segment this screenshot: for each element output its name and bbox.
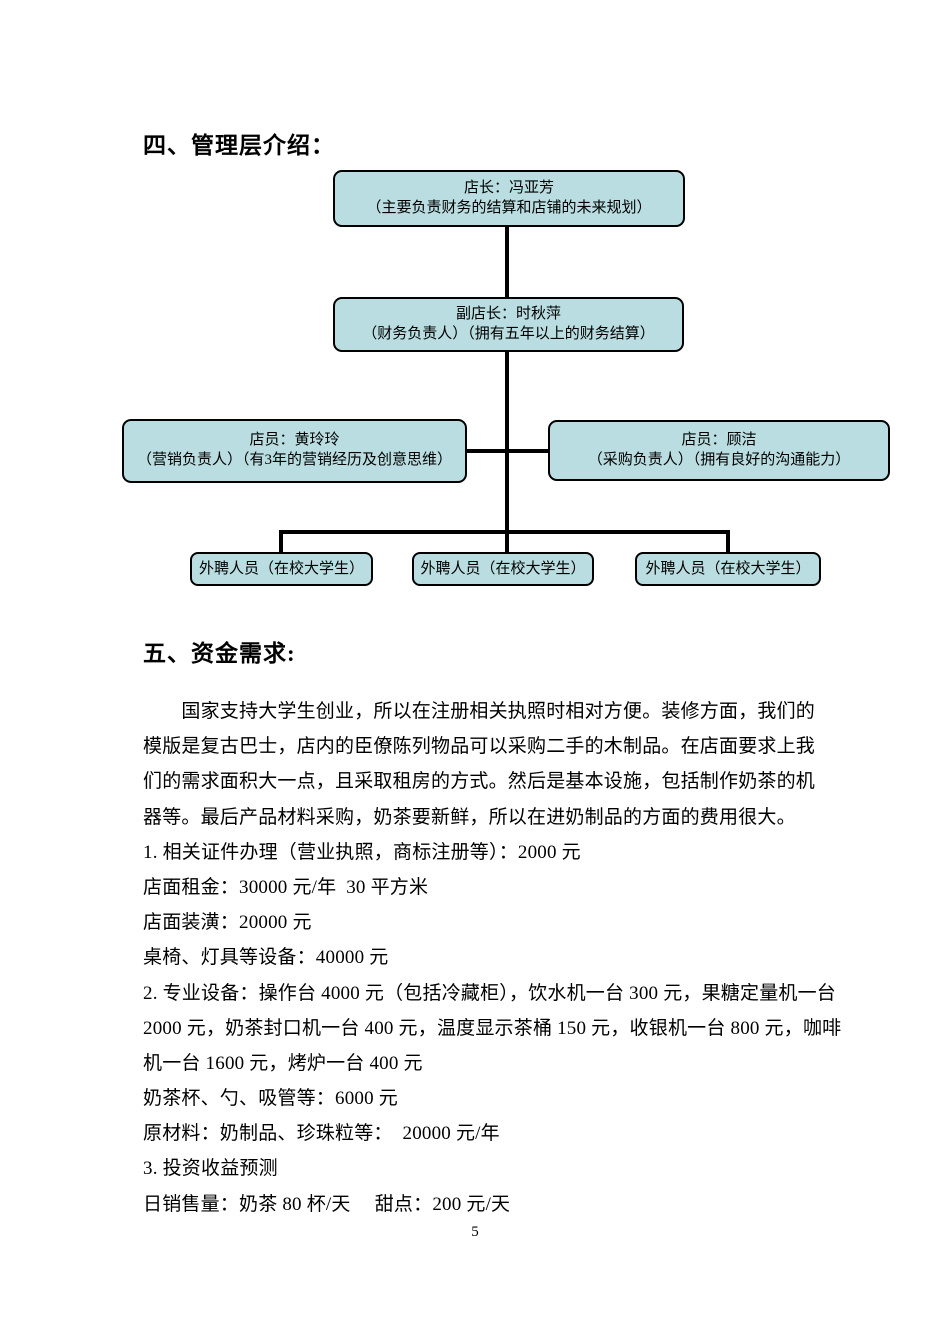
body-line: 奶茶杯、勺、吸管等：6000 元 xyxy=(143,1088,398,1110)
section4-heading: 四、管理层介绍： xyxy=(143,133,335,158)
connector-staff-horizontal xyxy=(279,530,730,534)
body-line: 店面租金：30000 元/年 30 平方米 xyxy=(143,876,429,898)
connector-staff3-drop xyxy=(726,530,730,553)
manager-description: （主要负责财务的结算和店铺的未来规划） xyxy=(366,199,652,216)
body-line: 桌椅、灯具等设备：40000 元 xyxy=(143,947,389,969)
body-line: 2. 专业设备：操作台 4000 元（包括冷藏柜），饮水机一台 300 元，果糖… xyxy=(143,982,837,1004)
body-line: 器等。最后产品材料采购，奶茶要新鲜，所以在进奶制品的方面的费用很大。 xyxy=(143,806,796,828)
body-line: 模版是复古巴士，店内的臣僚陈列物品可以采购二手的木制品。在店面要求上我 xyxy=(143,736,816,758)
body-line: 1. 相关证件办理（营业执照，商标注册等）：2000 元 xyxy=(143,841,581,863)
body-line: 国家支持大学生创业，所以在注册相关执照时相对方便。装修方面，我们的 xyxy=(143,701,816,722)
body-line: 们的需求面积大一点，且采取租房的方式。然后是基本设施，包括制作奶茶的机 xyxy=(143,771,816,793)
page-number: 5 xyxy=(471,1224,479,1240)
deputy-title: 副店长：时秋萍 xyxy=(455,305,561,322)
orgchart-box-external-staff-3: 外聘人员（在校大学生） xyxy=(635,552,821,586)
section5-heading: 五、资金需求: xyxy=(143,641,296,666)
connector-clerks-cross xyxy=(466,449,549,453)
marketing-clerk-description: （营销负责人）（有3年的营销经历及创意思维） xyxy=(136,452,452,468)
orgchart-box-purchasing-clerk: 店员：顾洁 （采购负责人）（拥有良好的沟通能力） xyxy=(548,420,890,481)
deputy-description: （财务负责人）（拥有五年以上的财务结算） xyxy=(362,325,655,342)
orgchart-box-deputy-manager: 副店长：时秋萍 （财务负责人）（拥有五年以上的财务结算） xyxy=(333,297,684,352)
connector-manager-deputy xyxy=(505,226,509,298)
connector-staff1-drop xyxy=(279,530,283,553)
body-line: 日销售量：奶茶 80 杯/天 甜点：200 元/天 xyxy=(143,1193,511,1215)
marketing-clerk-title: 店员：黄玲玲 xyxy=(249,432,340,449)
orgchart-box-marketing-clerk: 店员：黄玲玲 （营销负责人）（有3年的营销经历及创意思维） xyxy=(122,419,467,483)
purchasing-clerk-title: 店员：顾洁 xyxy=(681,431,757,448)
orgchart-box-external-staff-1: 外聘人员（在校大学生） xyxy=(190,552,373,586)
orgchart-box-external-staff-2: 外聘人员（在校大学生） xyxy=(412,552,594,586)
orgchart-box-manager: 店长：冯亚芳 （主要负责财务的结算和店铺的未来规划） xyxy=(333,170,685,227)
purchasing-clerk-description: （采购负责人）（拥有良好的沟通能力） xyxy=(587,451,851,468)
manager-title: 店长：冯亚芳 xyxy=(463,179,554,196)
body-line: 原材料：奶制品、珍珠粒等： 20000 元/年 xyxy=(143,1123,500,1145)
body-line: 店面装潢：20000 元 xyxy=(143,912,312,934)
section5-body: 国家支持大学生创业，所以在注册相关执照时相对方便。装修方面，我们的 模版是复古巴… xyxy=(143,694,842,1222)
body-line: 2000 元，奶茶封口机一台 400 元，温度显示茶桶 150 元，收银机一台 … xyxy=(143,1017,842,1039)
body-line: 3. 投资收益预测 xyxy=(143,1158,278,1180)
body-line: 机一台 1600 元，烤炉一台 400 元 xyxy=(143,1052,423,1074)
